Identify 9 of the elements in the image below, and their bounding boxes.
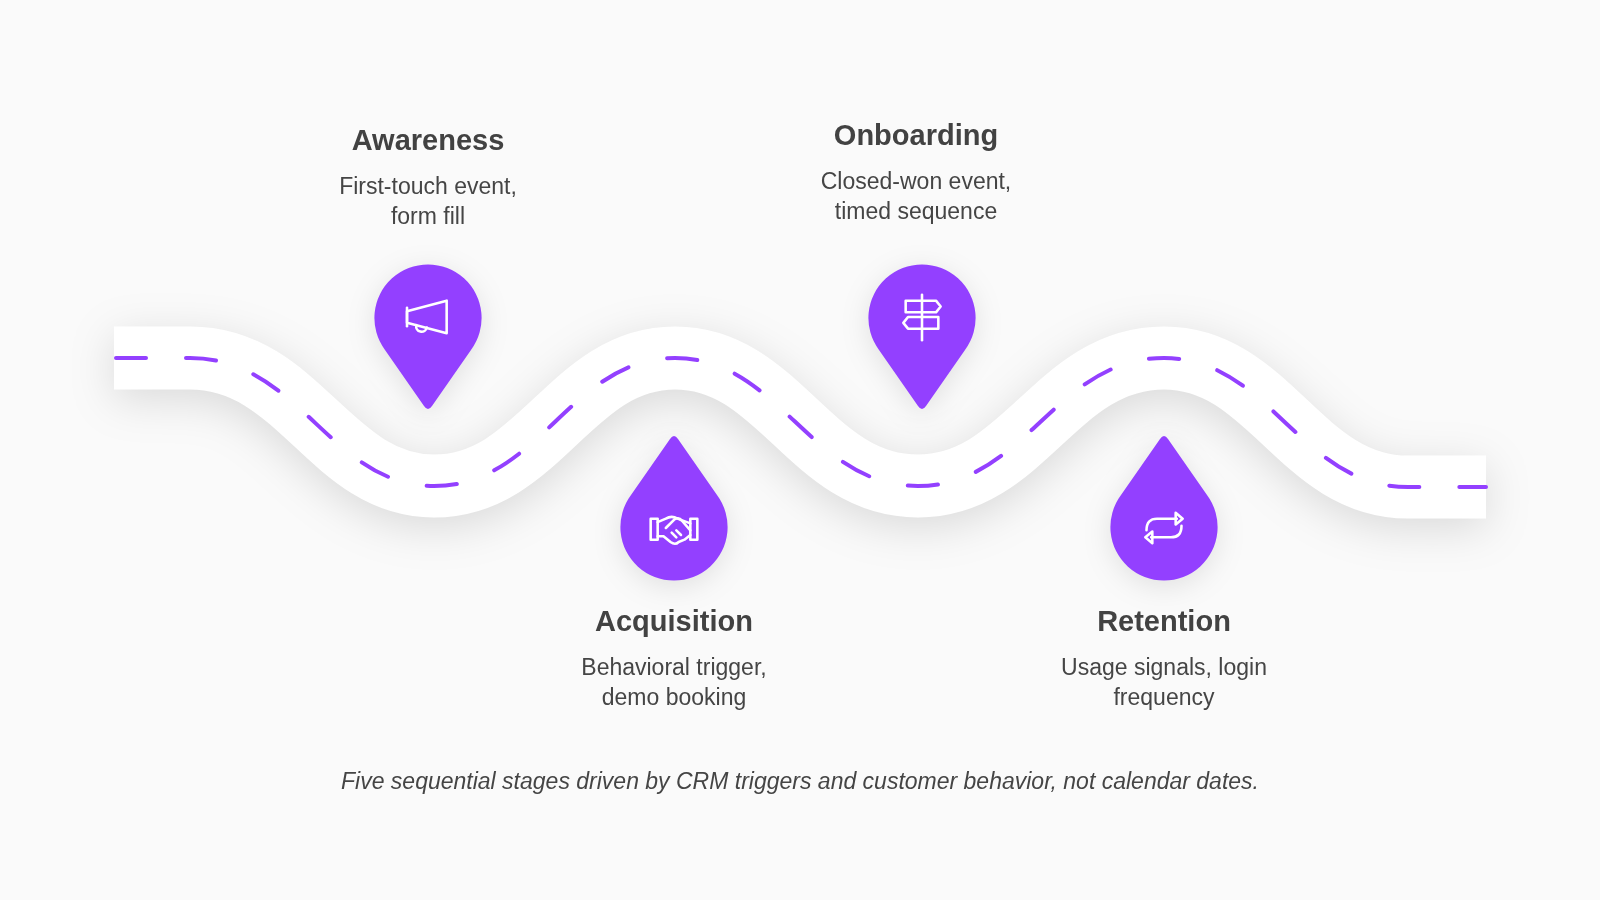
stage-title: Acquisition <box>595 604 753 639</box>
stage-title: Retention <box>1097 604 1231 639</box>
stage-title: Onboarding <box>833 118 999 153</box>
stage-description: Behavioral trigger, demo booking <box>580 653 768 712</box>
stage-description: Closed-won event, timed sequence <box>819 167 1013 226</box>
stage-description: First-touch event, form fill <box>338 172 518 231</box>
stage-title: Awareness <box>351 123 505 158</box>
caption: Five sequential stages driven by CRM triggers and customer behavior, not calendar dates. <box>341 767 1259 796</box>
stage-description: Usage signals, login frequency <box>1060 653 1268 712</box>
